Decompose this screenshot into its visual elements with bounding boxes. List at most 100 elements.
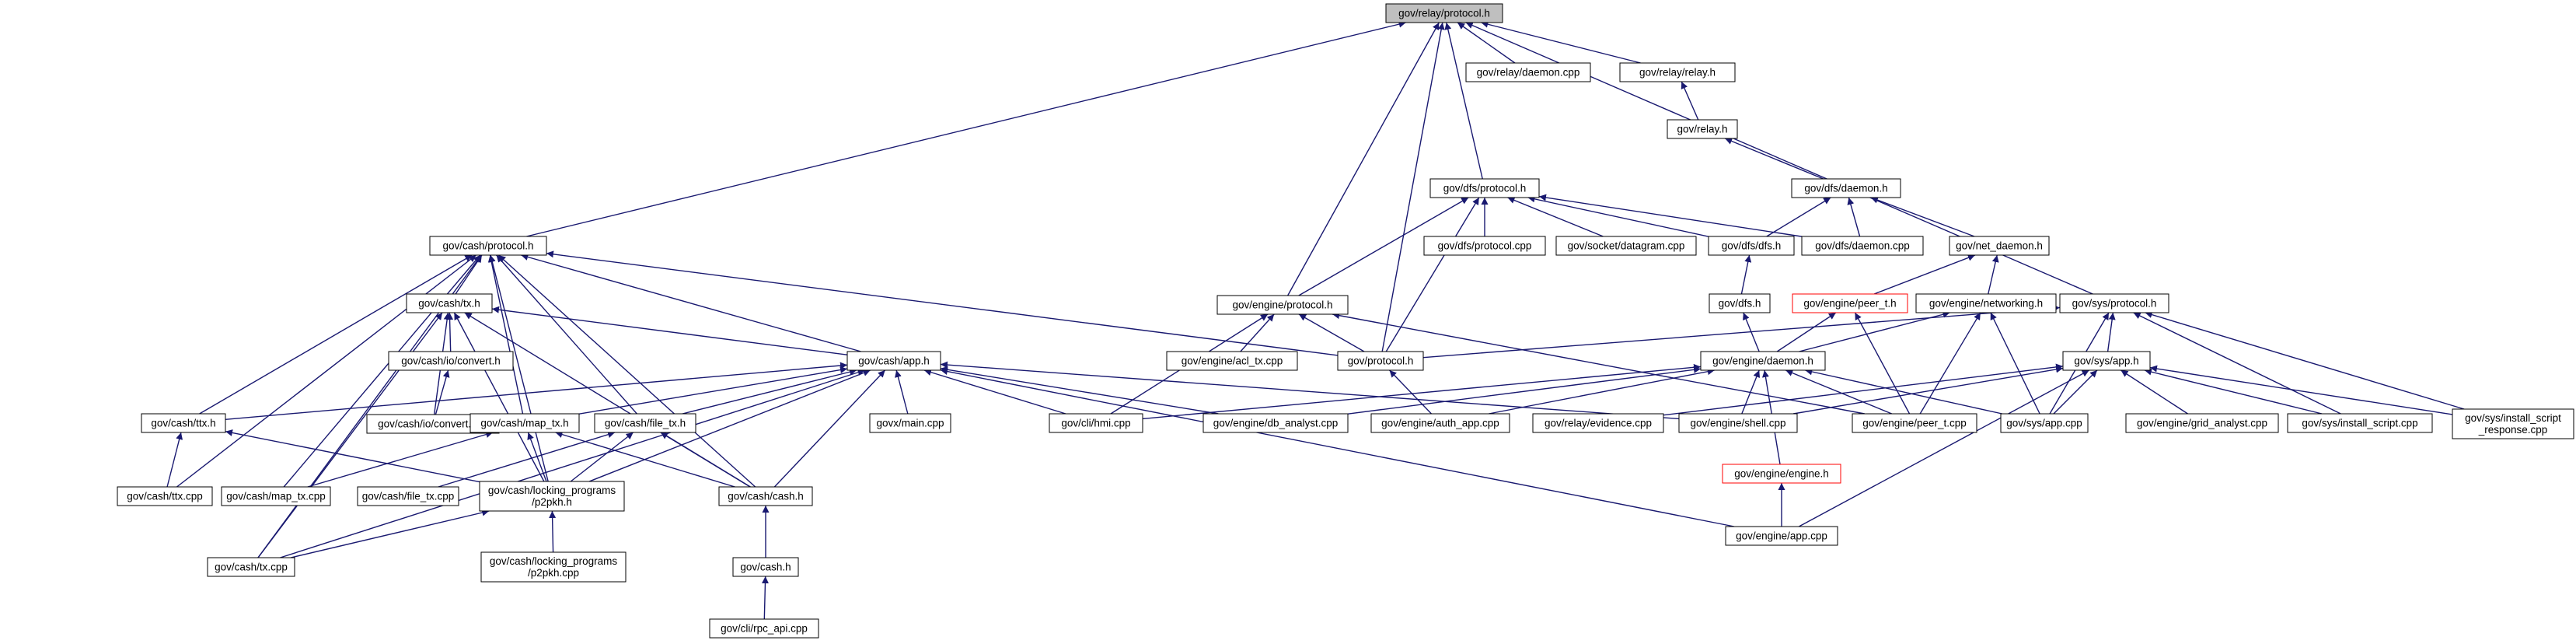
file-node-box [2059,293,2169,313]
include-edge [1298,197,1469,296]
file-node-gov-engine-grid-analyst-cpp[interactable]: gov/engine/grid_analyst.cpp [2125,413,2279,433]
file-node-box [1801,236,1924,256]
file-node-box [1465,62,1591,82]
file-node-gov-cash-map-tx-cpp[interactable]: gov/cash/map_tx.cpp [221,486,331,506]
include-edge [2145,311,2465,410]
include-edge [1457,22,1516,64]
include-edge [940,366,1219,415]
file-node-box [846,351,941,371]
file-node-box [732,557,799,577]
file-node-gov-engine-shell-cpp[interactable]: gov/engine/shell.cpp [1678,413,1798,433]
file-node-gov-cash-locking-programs-p2pkh-cpp[interactable]: gov/cash/locking_programs/p2pkh.cpp [480,551,627,583]
file-node-label: govx/main.cpp [876,418,944,429]
include-edge [1766,197,1831,237]
file-node-box [1708,236,1795,256]
include-edge [570,432,634,482]
file-node-label: gov/net_daemon.h [1956,240,2043,252]
file-node-box [117,486,213,506]
include-edge [1847,197,1861,237]
file-node-gov-engine-app-cpp[interactable]: gov/engine/app.cpp [1725,526,1838,546]
file-node-gov-engine-networking-h[interactable]: gov/engine/networking.h [1915,293,2057,313]
file-node-gov-cash-io-convert-h[interactable]: gov/cash/io/convert.h [388,351,514,371]
file-node-box [1202,413,1349,433]
file-node-gov-dfs-protocol-h[interactable]: gov/dfs/protocol.h [1429,178,1540,198]
include-edge [1287,22,1440,296]
include-edge [1298,313,1365,352]
include-edge [1381,22,1445,352]
file-node-gov-cash-map-tx-h[interactable]: gov/cash/map_tx.h [469,413,580,433]
file-node-gov-dfs-h[interactable]: gov/dfs.h [1709,293,1771,313]
file-node-gov-sys-app-cpp[interactable]: gov/sys/app.cpp [2000,413,2089,433]
file-node-gov-dfs-daemon-cpp[interactable]: gov/dfs/daemon.cpp [1801,236,1924,256]
file-node-gov-sys-protocol-h[interactable]: gov/sys/protocol.h [2059,293,2169,313]
file-node-box [1678,413,1798,433]
include-edge [1805,368,2002,415]
include-edge [2133,312,2341,415]
file-node-gov-engine-peer-t-h[interactable]: gov/engine/peer_t.h [1792,293,1908,313]
file-node-gov-cli-rpc-api-cpp[interactable]: gov/cli/rpc_api.cpp [709,618,819,639]
root-file-node[interactable]: gov/relay/protocol.h [1385,3,1503,23]
file-node-box [1792,293,1908,313]
file-node-label: gov/relay/evidence.cpp [1545,418,1652,429]
file-node-gov-protocol-h[interactable]: gov/protocol.h [1337,351,1424,371]
file-node-gov-socket-datagram-cpp[interactable]: gov/socket/datagram.cpp [1555,236,1697,256]
file-node-gov-engine-engine-h[interactable]: gov/engine/engine.h [1722,464,1841,484]
file-node-gov-dfs-protocol-cpp[interactable]: gov/dfs/protocol.cpp [1423,236,1546,256]
file-node-label: gov/relay/daemon.cpp [1477,67,1580,79]
file-node-gov-cash-cash-h[interactable]: gov/cash/cash.h [718,486,813,506]
include-edge [549,510,557,553]
file-node-box [1385,3,1503,23]
file-node-gov-cli-hmi-cpp[interactable]: gov/cli/hmi.cpp [1049,413,1143,433]
file-node-label: gov/engine/peer_t.cpp [1862,418,1967,429]
file-node-label: gov/cash/ttx.h [151,418,215,429]
file-node-gov-cash-ttx-h[interactable]: gov/cash/ttx.h [141,413,226,433]
file-node-label: /p2pkh.h [532,496,572,508]
file-node-label: gov/cash/file_tx.cpp [362,491,455,502]
file-node-label: gov/engine/protocol.h [1232,299,1332,311]
file-node-gov-cash-locking-programs-p2pkh-h[interactable]: gov/cash/locking_programs/p2pkh.h [479,481,625,512]
file-node-gov-cash-h[interactable]: gov/cash.h [732,557,799,577]
include-edge [1444,22,1483,180]
file-node-gov-dfs-daemon-h[interactable]: gov/dfs/daemon.h [1791,178,1901,198]
file-node-gov-sys-install-script-cpp[interactable]: gov/sys/install_script.cpp [2287,413,2433,433]
include-edge [488,254,549,482]
include-edge [1919,312,1981,415]
file-node-box [479,481,625,512]
file-node-gov-cash-file-tx-cpp[interactable]: gov/cash/file_tx.cpp [357,486,459,506]
include-edge [453,312,545,482]
file-node-gov-cash-tx-cpp[interactable]: gov/cash/tx.cpp [207,557,295,577]
include-edge [546,250,1339,356]
file-node-label: gov/protocol.h [1348,355,1414,367]
file-node-box [1166,351,1298,371]
file-node-gov-relay-daemon-cpp[interactable]: gov/relay/daemon.cpp [1465,62,1591,82]
file-node-gov-net-daemon-h[interactable]: gov/net_daemon.h [1949,236,2050,256]
file-node-gov-cash-protocol-h[interactable]: gov/cash/protocol.h [429,236,547,256]
file-node-gov-engine-protocol-h[interactable]: gov/engine/protocol.h [1216,295,1349,315]
file-node-label: gov/cash/io/convert.h [401,355,501,367]
file-node-gov-dfs-dfs-h[interactable]: gov/dfs/dfs.h [1708,236,1795,256]
file-node-box [1722,464,1841,484]
file-node-gov-engine-db-analyst-cpp[interactable]: gov/engine/db_analyst.cpp [1202,413,1349,433]
include-edge [1240,313,1275,352]
file-node-gov-cash-app-h[interactable]: gov/cash/app.h [846,351,941,371]
file-node-gov-relay-evidence-cpp[interactable]: gov/relay/evidence.cpp [1532,413,1664,433]
file-node-label: gov/cash/io/convert.cpp [378,418,488,430]
file-node-govx-main-cpp[interactable]: govx/main.cpp [869,413,951,433]
file-node-gov-cash-ttx-cpp[interactable]: gov/cash/ttx.cpp [117,486,213,506]
include-edge [257,312,443,558]
file-node-gov-engine-auth-app-cpp[interactable]: gov/engine/auth_app.cpp [1370,413,1510,433]
include-edge [1741,369,1761,415]
file-node-gov-cash-file-tx-h[interactable]: gov/cash/file_tx.h [594,413,696,433]
include-edge [1799,310,1950,352]
file-node-gov-sys-install-script-response-cpp[interactable]: gov/sys/install_script_response.cpp [2452,408,2574,439]
file-node-label: gov/engine/peer_t.h [1803,298,1896,310]
file-node-gov-engine-acl-tx-cpp[interactable]: gov/engine/acl_tx.cpp [1166,351,1298,371]
file-node-gov-engine-daemon-h[interactable]: gov/engine/daemon.h [1700,351,1826,371]
include-edge [283,254,481,488]
file-node-label: gov/dfs.h [1719,298,1761,310]
file-node-gov-relay-relay-h[interactable]: gov/relay/relay.h [1619,62,1736,82]
file-node-gov-engine-peer-t-cpp[interactable]: gov/engine/peer_t.cpp [1852,413,1977,433]
file-node-gov-sys-app-h[interactable]: gov/sys/app.h [2062,351,2151,371]
file-node-gov-relay-h[interactable]: gov/relay.h [1667,119,1738,139]
file-node-gov-cash-tx-h[interactable]: gov/cash/tx.h [406,293,493,313]
